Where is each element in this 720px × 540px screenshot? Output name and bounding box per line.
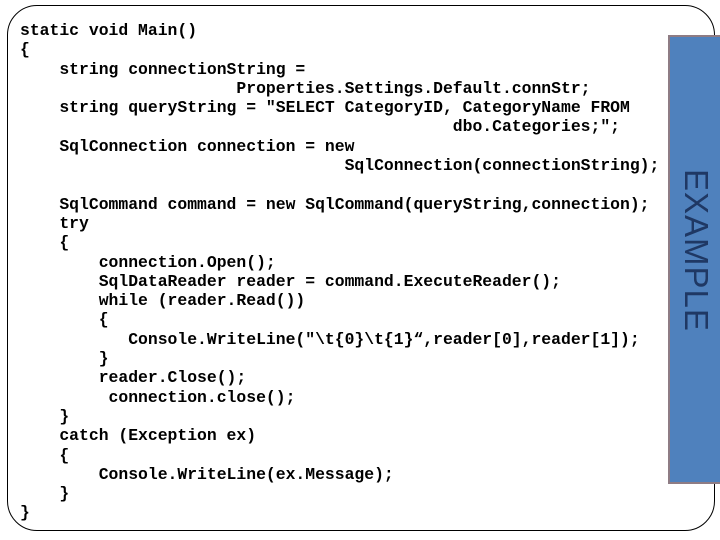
code-listing: static void Main() { string connectionSt…: [20, 21, 660, 523]
example-banner: EXAMPLE: [668, 35, 720, 484]
example-banner-label: EXAMPLE: [678, 169, 715, 332]
